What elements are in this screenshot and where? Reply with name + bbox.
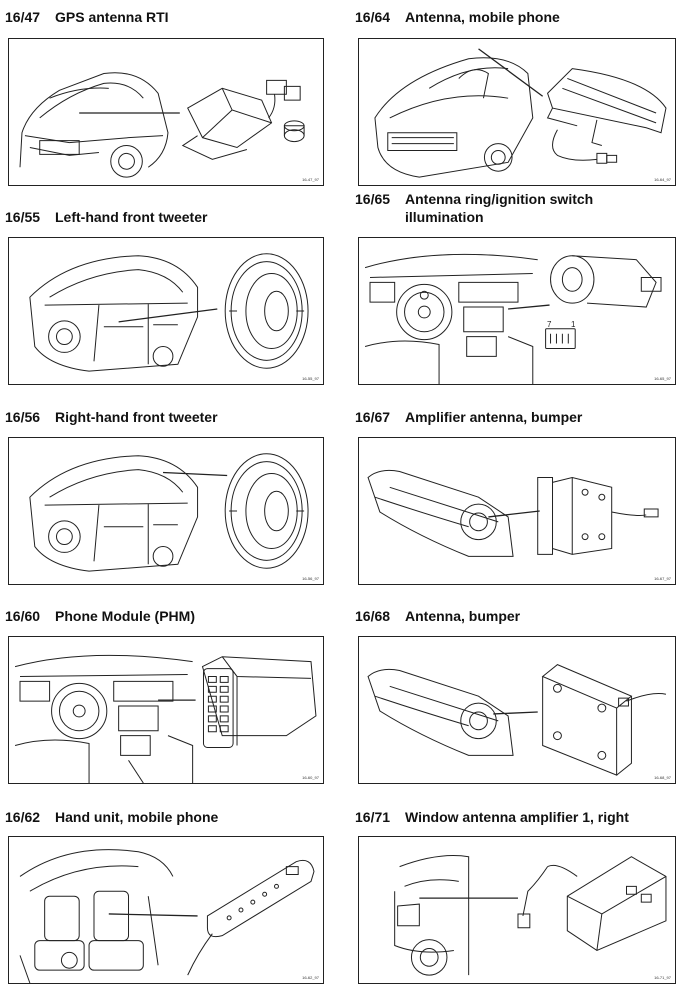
figure-ref: 16-65_97 [654, 376, 671, 381]
illustration-antenna-ring: 7 1 16-65_97 [358, 237, 676, 385]
section-title: Window antenna amplifier 1, right [405, 809, 629, 825]
figure-ref: 16-62_97 [302, 975, 319, 980]
section-code: 16/62 [5, 809, 41, 825]
section-code: 16/55 [5, 209, 41, 225]
section-heading-16-62: 16/62 Hand unit, mobile phone [5, 808, 218, 826]
figure-ref: 16-68_97 [654, 775, 671, 780]
pin-label-right: 1 [571, 320, 576, 329]
section-title: Left-hand front tweeter [55, 209, 208, 225]
section-code: 16/47 [5, 9, 41, 25]
section-heading-16-68: 16/68 Antenna, bumper [355, 607, 520, 625]
pin-label-left: 7 [547, 320, 552, 329]
illustration-phone-module: 16-60_97 [8, 636, 324, 784]
section-title: Hand unit, mobile phone [55, 809, 219, 825]
section-title: Antenna ring/ignition switch illuminatio… [405, 191, 594, 225]
section-title: Phone Module (PHM) [55, 608, 195, 624]
section-title: Right-hand front tweeter [55, 409, 218, 425]
section-code: 16/65 [355, 191, 391, 207]
section-heading-16-65: 16/65 Antenna ring/ignition switch illumi… [355, 190, 645, 226]
figure-ref: 16-67_97 [654, 576, 671, 581]
illustration-mobile-phone-antenna: 16-64_97 [358, 38, 676, 186]
illustration-gps-antenna-rti: 16-47_97 [8, 38, 324, 186]
section-heading-16-64: 16/64 Antenna, mobile phone [355, 8, 560, 26]
section-code: 16/68 [355, 608, 391, 624]
figure-ref: 16-55_97 [302, 376, 319, 381]
illustration-right-front-tweeter: 16-56_97 [8, 437, 324, 585]
figure-ref: 16-64_97 [654, 177, 671, 182]
illustration-antenna-bumper: 16-68_97 [358, 636, 676, 784]
section-code: 16/71 [355, 809, 391, 825]
figure-ref: 16-56_97 [302, 576, 319, 581]
section-heading-16-56: 16/56 Right-hand front tweeter [5, 408, 218, 426]
illustration-window-antenna-amplifier: 16-71_97 [358, 836, 676, 984]
section-heading-16-47: 16/47 GPS antenna RTI [5, 8, 169, 26]
section-title: Antenna, bumper [405, 608, 521, 624]
section-code: 16/60 [5, 608, 41, 624]
section-heading-16-60: 16/60 Phone Module (PHM) [5, 607, 195, 625]
section-title: GPS antenna RTI [55, 9, 169, 25]
figure-ref: 16-60_97 [302, 775, 319, 780]
section-title: Amplifier antenna, bumper [405, 409, 583, 425]
figure-ref: 16-47_97 [302, 177, 319, 182]
section-code: 16/56 [5, 409, 41, 425]
illustration-hand-unit: 16-62_97 [8, 836, 324, 984]
illustration-left-front-tweeter: 16-55_97 [8, 237, 324, 385]
section-heading-16-71: 16/71 Window antenna amplifier 1, right [355, 808, 629, 826]
section-code: 16/67 [355, 409, 391, 425]
figure-ref: 16-71_97 [654, 975, 671, 980]
illustration-amplifier-antenna-bumper: 16-67_97 [358, 437, 676, 585]
section-title: Antenna, mobile phone [405, 9, 560, 25]
section-heading-16-67: 16/67 Amplifier antenna, bumper [355, 408, 582, 426]
section-code: 16/64 [355, 9, 391, 25]
section-heading-16-55: 16/55 Left-hand front tweeter [5, 208, 207, 226]
